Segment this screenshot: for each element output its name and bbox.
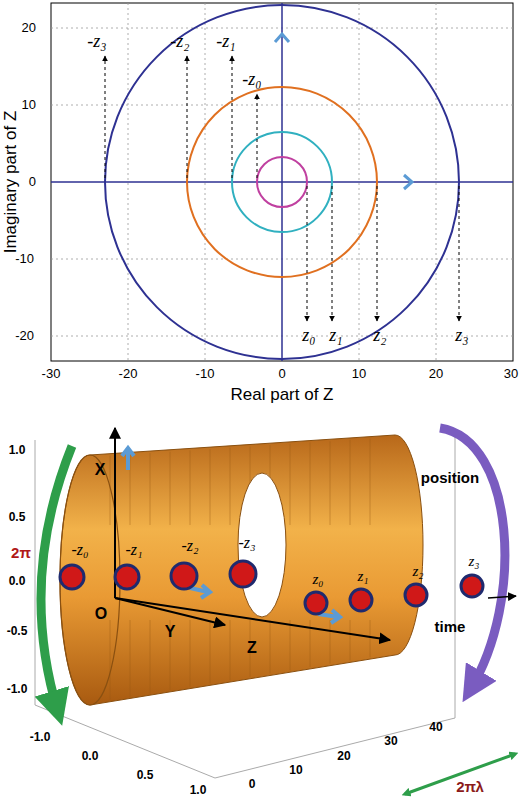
point-label: -z₁ <box>216 32 235 52</box>
tick-label: 20 <box>337 750 350 763</box>
tick-label: -10 <box>196 367 215 381</box>
tick-label: -0.5 <box>7 625 28 638</box>
axis-label: X <box>95 461 106 479</box>
tick-label: -1.0 <box>7 683 28 696</box>
tick-label: 0 <box>29 175 36 189</box>
point-label: z₁ <box>329 326 342 346</box>
tick-label: 40 <box>429 721 442 734</box>
tick-label: 0.0 <box>9 575 26 588</box>
tick-label: 0.5 <box>137 769 154 782</box>
point-label: z₀ <box>312 571 323 588</box>
tick-label: 10 <box>352 367 366 381</box>
point-label: z₀ <box>302 326 315 346</box>
point-label: -z₁ <box>125 541 142 559</box>
tick-label: 30 <box>384 735 397 748</box>
point-label: -z₃ <box>238 534 255 552</box>
tick-label: -30 <box>42 367 61 381</box>
point-label: -z₀ <box>71 541 88 559</box>
point-label: -z₃ <box>87 32 106 52</box>
tick-label: 10 <box>289 764 302 777</box>
axis-label: time <box>435 619 466 636</box>
tick-label: -1.0 <box>30 731 51 744</box>
complex-plane-chart <box>51 3 513 361</box>
point-label: z₃ <box>455 326 468 346</box>
tick-label: 20 <box>429 367 443 381</box>
tick-label: 1.0 <box>9 444 26 457</box>
tick-label: 1.0 <box>190 784 207 797</box>
point-label: z₁ <box>357 568 368 585</box>
point-label: -z₀ <box>242 70 261 90</box>
point-label: z₂ <box>373 326 386 346</box>
tick-label: -20 <box>15 329 34 343</box>
tick-label: -10 <box>15 252 34 266</box>
period-label: 2πλ <box>456 779 484 796</box>
point-label: -z₂ <box>170 32 189 52</box>
tick-label: 10 <box>22 98 36 112</box>
tick-label: 0 <box>278 367 285 381</box>
axis-label: position <box>421 470 479 487</box>
point-label: z₃ <box>468 553 479 570</box>
axis-label: Z <box>247 639 257 657</box>
tick-label: 30 <box>504 367 518 381</box>
tick-label: 0 <box>249 778 256 791</box>
axis-label: Y <box>165 623 176 641</box>
axis-title: Real part of Z <box>231 386 334 405</box>
period-label: 2π <box>11 545 31 562</box>
tick-label: 0.0 <box>82 750 99 763</box>
axis-title: Imaginary part of Z <box>2 111 21 254</box>
tick-label: 20 <box>22 21 36 35</box>
axis-label: O <box>95 605 107 623</box>
point-label: z₂ <box>412 563 423 580</box>
cylinder-figure <box>35 428 516 794</box>
point-label: -z₂ <box>181 537 198 555</box>
tick-label: -20 <box>119 367 138 381</box>
tick-label: 0.5 <box>9 511 26 524</box>
